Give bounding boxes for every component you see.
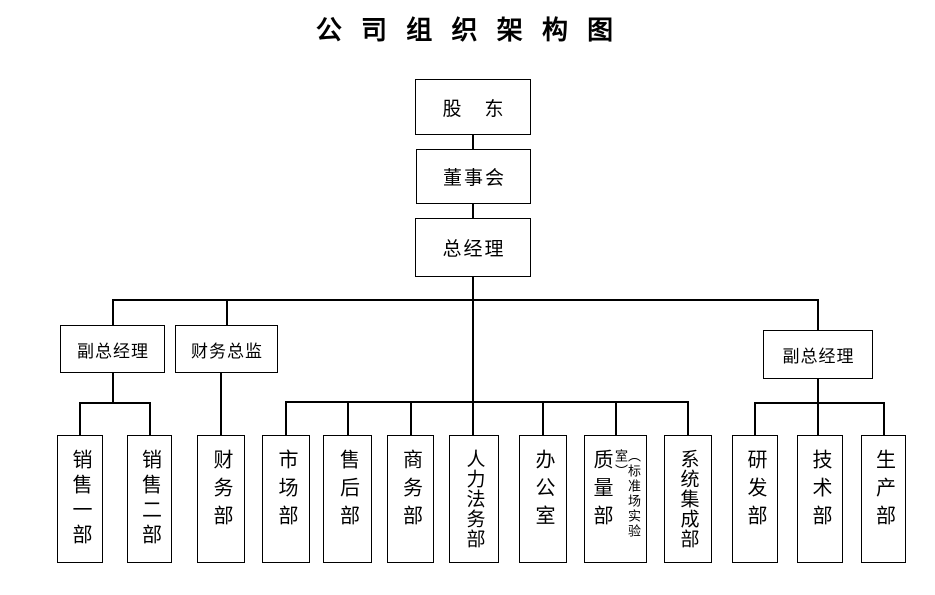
connector-line: [883, 402, 885, 436]
dept-label: 办公室: [532, 449, 554, 533]
dept-box-hr-legal: 人力法务部: [449, 435, 499, 563]
dept-label: 售后部: [336, 449, 359, 533]
dept-box-quality: 质量部 （标准场实验室）: [584, 435, 647, 563]
connector-line: [754, 402, 884, 404]
page-title: 公 司 组 织 架 构 图: [315, 15, 620, 45]
dept-box-sales-one: 销售一部: [57, 435, 103, 563]
org-node-vp-right: 副总经理: [763, 330, 873, 379]
dept-label: 技术部: [809, 449, 831, 533]
dept-box-system-integration: 系统集成部: [664, 435, 712, 563]
dept-label: 人力法务部: [463, 449, 485, 549]
dept-label: 商务部: [399, 449, 422, 533]
connector-line: [754, 402, 756, 436]
org-node-label: 董事会: [442, 168, 506, 189]
connector-line: [817, 379, 819, 436]
org-node-board: 董事会: [416, 149, 531, 204]
connector-line: [817, 299, 819, 330]
connector-line: [79, 402, 81, 436]
org-node-label: 股 东: [442, 98, 506, 120]
connector-line: [112, 299, 114, 325]
dept-label: 销售一部: [69, 449, 91, 549]
connector-line: [112, 299, 819, 301]
dept-box-commerce: 商务部: [387, 435, 434, 563]
connector-line: [542, 401, 544, 436]
connector-line: [472, 277, 474, 300]
dept-label: 研发部: [744, 449, 766, 533]
connector-line: [687, 401, 689, 436]
dept-label: 市场部: [275, 449, 297, 533]
dept-box-after-sales: 售后部: [323, 435, 372, 563]
connector-line: [220, 373, 222, 436]
connector-line: [149, 402, 151, 436]
org-node-label: 副总经理: [77, 341, 149, 361]
dept-label: 生产部: [872, 449, 895, 533]
dept-label: 系统集成部: [677, 449, 699, 549]
connector-line: [472, 204, 474, 218]
connector-line: [615, 401, 617, 436]
dept-box-sales-two: 销售二部: [127, 435, 172, 563]
connector-line: [285, 401, 287, 436]
dept-box-marketing: 市场部: [262, 435, 310, 563]
dept-box-office: 办公室: [519, 435, 567, 563]
org-node-finance-director: 财务总监: [175, 325, 278, 373]
org-node-vp-left: 副总经理: [60, 325, 165, 373]
connector-line: [472, 299, 474, 436]
connector-line: [226, 299, 228, 325]
org-node-label: 财务总监: [191, 341, 263, 361]
connector-line: [285, 401, 688, 403]
connector-line: [410, 401, 412, 436]
org-node-general-manager: 总经理: [415, 218, 531, 277]
connector-line: [79, 402, 150, 404]
dept-box-production: 生产部: [861, 435, 906, 563]
org-node-label: 副总经理: [782, 347, 855, 366]
dept-box-finance: 财务部: [197, 435, 245, 563]
dept-label: 销售二部: [138, 449, 161, 549]
dept-box-rnd: 研发部: [732, 435, 778, 563]
dept-box-technology: 技术部: [797, 435, 843, 563]
dept-sublabel: （标准场实验室）: [613, 449, 641, 539]
org-node-label: 总经理: [442, 239, 506, 260]
connector-line: [112, 373, 114, 403]
connector-line: [472, 135, 474, 149]
dept-label: 质量部: [590, 449, 612, 533]
org-node-shareholders: 股 东: [415, 79, 531, 135]
connector-line: [347, 401, 349, 436]
dept-label: 财务部: [210, 449, 232, 533]
